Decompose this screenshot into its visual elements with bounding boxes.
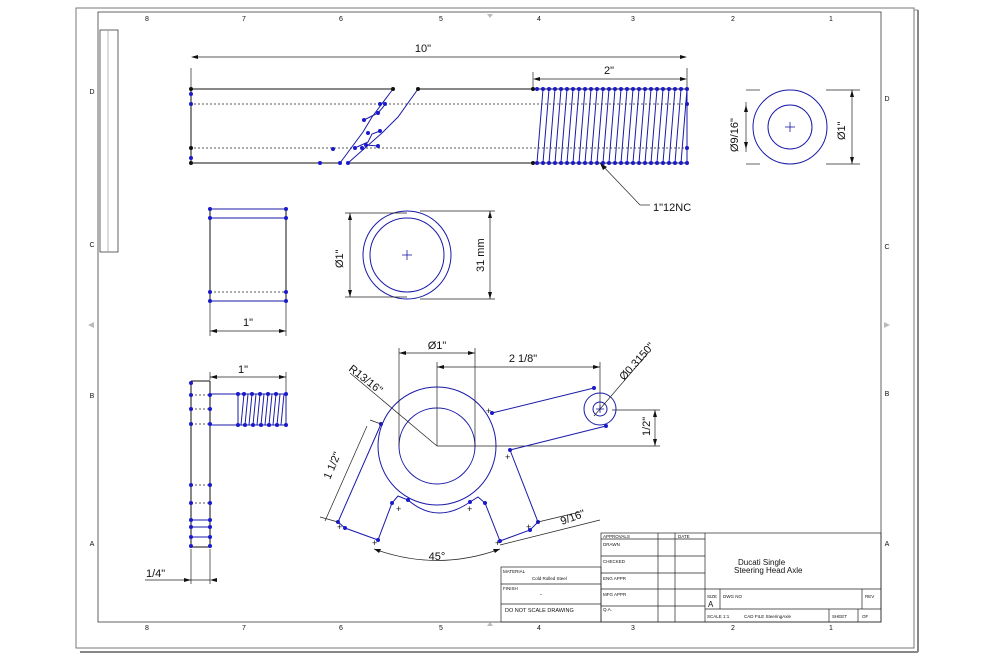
arm-offset-dim: 2 1/8" [509,353,537,365]
zone-row-left-d: D [89,89,94,96]
arm-tab-dim-line [499,519,601,546]
svg-text:+: + [396,504,401,514]
tb-rev-label: REV [865,594,874,599]
svg-text:+: + [505,452,510,462]
zone-col-bottom-1: 1 [829,625,833,632]
zone-col-top-4: 4 [537,16,541,23]
axle-end-points [189,87,420,165]
tb-size-value: A [708,600,714,609]
svg-text:+: + [495,538,500,548]
tb-material-value: Cold Rolled Steel [532,576,567,581]
zone-col-bottom-7: 7 [242,625,246,632]
tb-checked: CHECKED [603,559,626,564]
zone-col-bottom-6: 6 [339,625,343,632]
zone-row-left-b: B [90,393,95,400]
tb-qa: Q.A. [603,607,612,612]
zone-row-left-c: C [89,242,94,249]
sleeve-width-dim: 1" [243,317,253,329]
tb-do-not-scale: DO NOT SCALE DRAWING [505,608,574,614]
tb-mfg-appr: MFG APPR [603,592,627,597]
zone-col-bottom-5: 5 [439,625,443,632]
zone-col-top-3: 3 [631,16,635,23]
tb-scale: SCALE 1:1 [707,614,730,619]
tb-size-label: SIZE [707,594,717,599]
arm-hub-dia-dim: Ø1" [428,340,447,352]
bolt-points [189,381,288,548]
svg-text:+: + [372,538,377,548]
arm-angle-dim: 45° [429,551,446,563]
sleeve-dia-dim: Ø1" [334,249,346,268]
arm-hole-drop-dim: 1/2" [641,417,653,436]
zone-col-bottom-2: 2 [731,625,735,632]
tb-eng-appr: ENG APPR [603,576,627,581]
title-block: APPROVALS DATE DRAWN CHECKED ENG APPR MF… [500,532,882,623]
tb-title-line1: Ducati Single [738,558,786,567]
zone-labels: 8 7 6 5 4 3 2 1 8 7 6 5 4 3 2 1 D C B A … [89,16,889,632]
svg-text:+: + [486,406,491,416]
zone-col-top-5: 5 [439,16,443,23]
arm-side-dim-line [324,425,368,522]
axle-side-view: 10" 2" [189,43,691,214]
tb-drawn: DRAWN [603,542,620,547]
tb-date: DATE [678,534,690,539]
zone-col-bottom-3: 3 [631,625,635,632]
bolt-thickness-dim: 1/4" [146,568,165,580]
svg-text:+: + [526,522,531,532]
thread-hatch [536,88,688,164]
tb-dwg-no-label: DWG NO [723,594,742,599]
thread-length-dim: 2" [604,65,614,77]
tb-finish-label: FINISH [503,586,518,591]
overall-length-dim: 10" [415,43,431,55]
zone-col-bottom-8: 8 [145,625,149,632]
arm-angle-dim-arc [373,548,501,561]
sleeve-side-view: 1" [208,207,288,336]
tb-sheet-label: SHEET [832,614,847,619]
zone-col-top-2: 2 [731,16,735,23]
zone-row-right-c: C [884,244,889,251]
zone-col-top-6: 6 [339,16,343,23]
thread-callout: 1"12NC [653,202,691,214]
end-inner-dia-dim: Ø9/16" [729,118,741,152]
sleeve-end-view: Ø1" 31 mm [334,210,495,300]
tb-of-label: OF [862,614,869,619]
svg-text:+: + [467,504,472,514]
tb-cad-file: CAD FILE SteeringAxle [744,614,792,619]
zone-col-top-7: 7 [242,16,246,23]
sheet-markers [88,14,890,626]
zone-col-bottom-4: 4 [537,625,541,632]
tb-title-line2: Steering Head Axle [734,566,803,575]
sleeve-height-dim: 31 mm [475,238,487,272]
end-outer-dia-dim: Ø1" [836,121,848,140]
tb-approvals: APPROVALS [603,534,630,539]
thread-points [531,87,689,165]
drawing-sheet [75,7,919,653]
bolt-length-dim: 1" [238,364,248,376]
tb-material-label: MATERIAL [503,569,526,574]
bolt-thread-hatch [240,393,285,426]
svg-text:+: + [337,522,342,532]
zone-row-right-b: B [885,391,890,398]
zone-row-right-a: A [885,541,890,548]
axle-end-view: Ø9/16" Ø1" [729,89,860,165]
zone-col-top-8: 8 [145,16,149,23]
tb-finish-value: - [540,592,542,598]
zone-col-top-1: 1 [829,16,833,23]
zone-row-right-d: D [884,96,889,103]
bolt-side-view: 1" 1/4" [145,364,288,584]
zone-row-left-a: A [90,541,95,548]
